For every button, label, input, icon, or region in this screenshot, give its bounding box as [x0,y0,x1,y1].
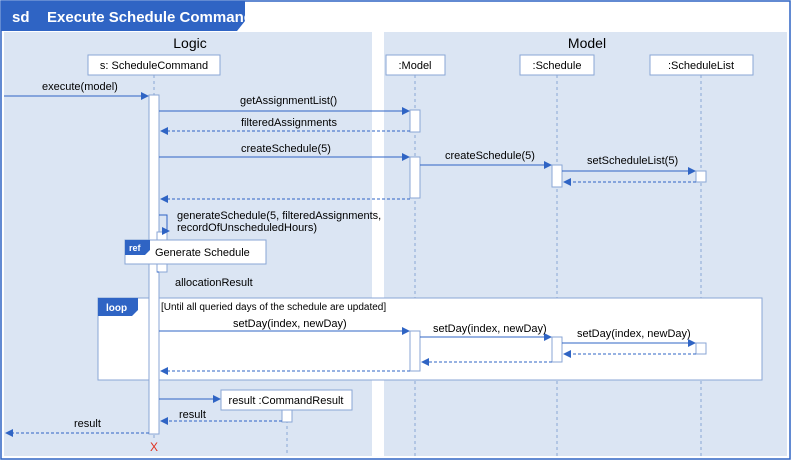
participant-label: s: ScheduleCommand [100,60,208,72]
created-command-result [220,389,353,411]
participant-label: :Schedule [533,60,582,72]
msg-label: setDay(index, newDay) [233,318,347,330]
msg-label: result [179,409,206,421]
activation-model-2 [409,156,421,199]
msg-generate-schedule [159,214,170,235]
loop-fragment [97,297,763,381]
activation-schedule-1 [551,164,563,188]
destroy-mark: X [150,440,158,454]
msg-label: generateSchedule(5, filteredAssignments, [177,210,381,222]
participant-label: :ScheduleList [668,60,734,72]
msg-label: allocationResult [175,277,253,289]
lane-model [384,32,787,456]
msg-label: setScheduleList(5) [587,155,678,167]
msg-label: result [74,418,101,430]
frame-keyword: sd [12,9,30,26]
lane-label-logic: Logic [173,35,206,51]
activation-schedule-list-1 [695,170,707,183]
msg-label: execute(model) [42,81,118,93]
participant-label: :Model [398,60,431,72]
msg-label: setDay(index, newDay) [577,328,691,340]
lane-label-model: Model [568,35,606,51]
msg-label: recordOfUnscheduledHours) [177,222,317,234]
activation-model-3 [409,330,421,372]
activation-schedule-2 [551,336,563,363]
msg-label: filteredAssignments [241,117,337,129]
ref-keyword: ref [129,243,142,253]
activation-model-1 [409,109,421,133]
created-label: result :CommandResult [229,395,344,407]
activation-command-result [281,408,293,423]
loop-guard: [Until all queried days of the schedule … [161,302,386,313]
activation-schedule-list-2 [695,342,707,355]
msg-label: setDay(index, newDay) [433,323,547,335]
msg-label: createSchedule(5) [445,150,535,162]
ref-tab [125,240,150,255]
title-tab [1,1,245,31]
diagram-title: Execute Schedule Command [47,9,253,26]
loop-keyword: loop [106,303,127,314]
msg-label: createSchedule(5) [241,143,331,155]
ref-label: Generate Schedule [155,247,250,259]
loop-tab [98,298,138,316]
msg-label: getAssignmentList() [240,95,337,107]
